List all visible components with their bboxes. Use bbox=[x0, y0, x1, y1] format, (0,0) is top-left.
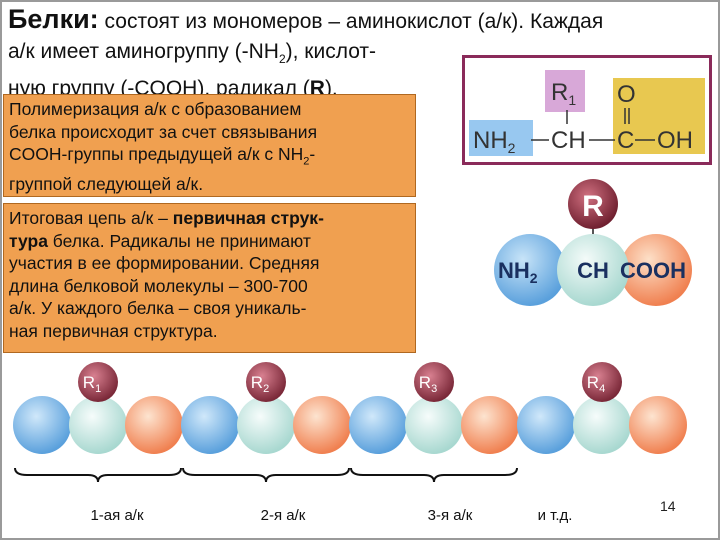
formula-svg: R1 O NH2 CH C OH bbox=[469, 70, 705, 156]
radical-ball bbox=[414, 362, 454, 402]
radical-label: R1 bbox=[83, 373, 101, 395]
chain-carboxyl-bead bbox=[293, 396, 351, 454]
chain-amino-bead bbox=[181, 396, 239, 454]
ball-radical bbox=[568, 179, 618, 229]
primary-structure-box: Итоговая цепь а/к – первичная струк- тур… bbox=[3, 203, 416, 353]
box1-line-2: белка происходит за счет связывания bbox=[9, 121, 318, 142]
formula-ch: CH bbox=[551, 127, 586, 154]
chain-svg: R1 R2 R3 R4 1-ая а/к 2-я а/к 3-я а/к и т.д. bbox=[13, 362, 687, 524]
ball-carboxyl bbox=[620, 234, 692, 306]
chain-amino-bead bbox=[517, 396, 575, 454]
chain-unit-label: 1-ая а/к bbox=[90, 507, 143, 524]
intro-line-1: Белки: состоят из мономеров – аминокисло… bbox=[8, 4, 718, 37]
formula-r: R1 bbox=[551, 79, 576, 108]
chain-carboxyl-bead bbox=[125, 396, 183, 454]
ball-central-carbon bbox=[557, 234, 629, 306]
chain-amino-bead bbox=[13, 396, 71, 454]
ball-amino bbox=[494, 234, 566, 306]
ball-nh2-label: NH2 bbox=[498, 258, 538, 286]
chain-unit-label: 3-я а/к bbox=[428, 507, 473, 524]
intro-title: Белки: bbox=[8, 4, 99, 34]
radical-label: R3 bbox=[419, 373, 437, 395]
formula-oh: OH bbox=[657, 127, 693, 154]
radical-ball bbox=[246, 362, 286, 402]
box2-line-3: участия в ее формировании. Средняя bbox=[9, 253, 320, 273]
chain-amino-bead bbox=[349, 396, 407, 454]
box1-line-3: COOH-группы предыдущей а/к с NH2- bbox=[9, 143, 409, 173]
box2-line-5: а/к. У каждого белка – своя уникаль- bbox=[9, 298, 307, 318]
box2-line-2-b: белка. Радикалы не принимают bbox=[47, 230, 311, 251]
chain-carbon-bead bbox=[573, 396, 631, 454]
radical-label: R2 bbox=[251, 373, 269, 395]
amino-acid-brace bbox=[182, 467, 350, 483]
chain-carbon-bead bbox=[69, 396, 127, 454]
ball-cooh-label: COOH bbox=[620, 258, 686, 283]
radical-ball bbox=[78, 362, 118, 402]
box2-line-6: ная первичная структура. bbox=[9, 320, 218, 341]
radical-ball bbox=[582, 362, 622, 402]
formula-nh2: NH2 bbox=[473, 127, 516, 156]
ball-r-label: R bbox=[582, 190, 604, 223]
amino-acid-brace bbox=[14, 467, 182, 483]
intro-line-1-rest: состоят из мономеров – аминокислот (а/к)… bbox=[104, 10, 604, 33]
box2-line-2-bold: тура bbox=[9, 230, 48, 251]
page-number: 14 bbox=[660, 498, 676, 514]
box1-line-1: Полимеризация а/к с образованием bbox=[9, 99, 302, 119]
polymerization-box: Полимеризация а/к с образованием белка п… bbox=[3, 94, 416, 197]
box2-line-1: Итоговая цепь а/к – первичная струк- bbox=[9, 207, 409, 230]
box2-line-1-bold: первичная струк- bbox=[172, 208, 324, 228]
formula-c: C bbox=[617, 127, 634, 154]
chain-carbon-bead bbox=[237, 396, 295, 454]
chain-carboxyl-bead bbox=[461, 396, 519, 454]
chain-unit-label: 2-я а/к bbox=[261, 507, 306, 524]
intro-line-2-sub: 2 bbox=[278, 52, 286, 67]
amino-acid-brace bbox=[350, 467, 518, 483]
box2-line-4: длина белковой молекулы – 300-700 bbox=[9, 275, 308, 296]
box2-line-2: тура белка. Радикалы не принимают bbox=[9, 230, 409, 253]
amino-highlight bbox=[469, 120, 533, 156]
ball-diagram-svg: R NH2 CH COOH bbox=[494, 179, 692, 306]
box1-line-4: группой следующей а/к. bbox=[9, 174, 204, 194]
formula-o: O bbox=[617, 81, 636, 108]
box1-line-3-b: - bbox=[309, 144, 316, 164]
radical-label: R4 bbox=[587, 373, 605, 395]
intro-line-2-b: ), кислот- bbox=[285, 40, 377, 63]
intro-line-2-a: а/к имеет аминогруппу (-NH bbox=[8, 40, 279, 63]
box2-line-1-a: Итоговая цепь а/к – bbox=[9, 208, 173, 228]
amino-acid-ball-diagram: R NH2 CH COOH bbox=[488, 178, 698, 308]
box1-line-3-sub: 2 bbox=[303, 155, 310, 168]
amino-acid-formula: R1 O NH2 CH C OH bbox=[462, 55, 712, 165]
intro-line-2: а/к имеет аминогруппу (-NH2), кислот- bbox=[8, 37, 718, 74]
chain-carbon-bead bbox=[405, 396, 463, 454]
radical-highlight bbox=[545, 70, 585, 112]
chain-carboxyl-bead bbox=[629, 396, 687, 454]
chain-unit-label: и т.д. bbox=[538, 507, 573, 524]
box1-line-3-a: COOH-группы предыдущей а/к с NH bbox=[9, 144, 304, 164]
ball-ch-label: CH bbox=[577, 258, 609, 283]
polypeptide-chain: R1 R2 R3 R4 1-ая а/к 2-я а/к 3-я а/к и т.д. bbox=[0, 360, 720, 540]
